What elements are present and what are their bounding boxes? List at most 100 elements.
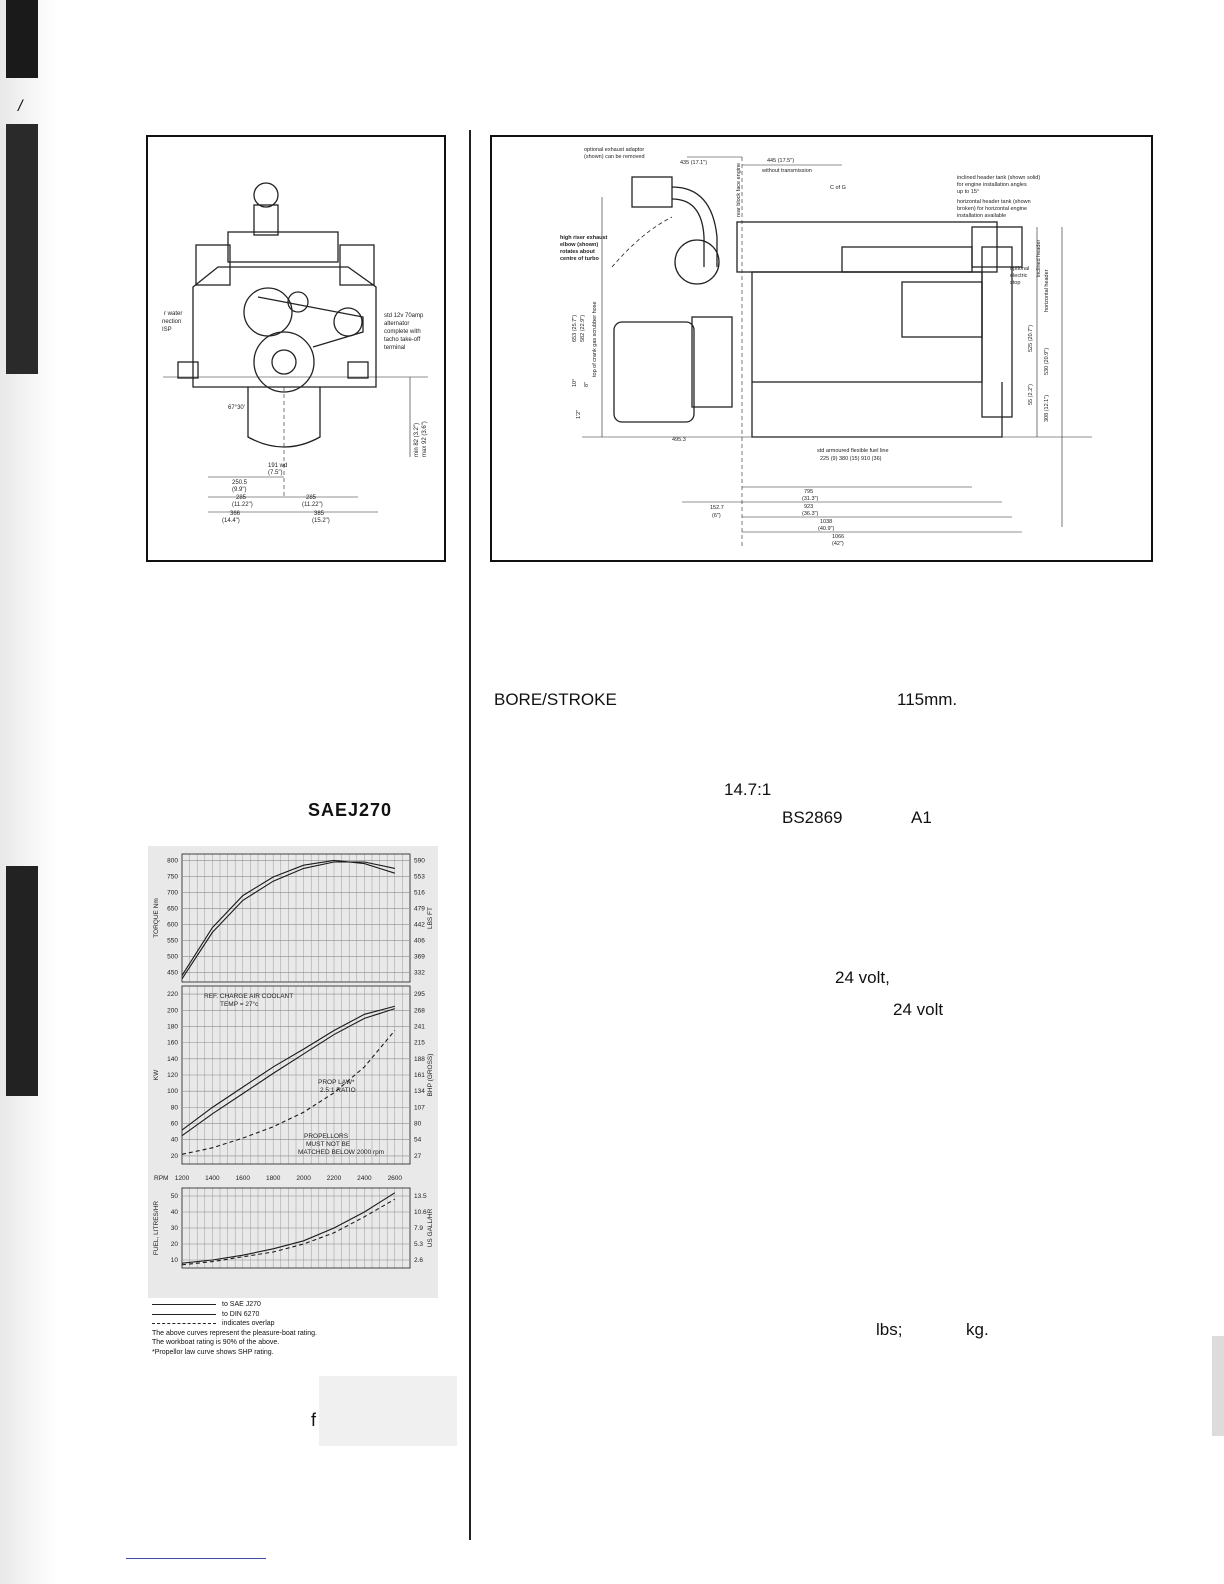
dim-label: 366 bbox=[230, 511, 241, 517]
alternator-label: complete with bbox=[384, 329, 421, 335]
bore-stroke-value: 115mm. bbox=[897, 690, 958, 709]
chart-note: *Propellor law curve shows SHP rating. bbox=[152, 1348, 274, 1356]
y-tick-label-right: 268 bbox=[414, 1007, 425, 1014]
chart-annotation: PROP LAW* bbox=[318, 1079, 355, 1086]
binder-tab bbox=[6, 124, 38, 374]
electric-stop-label: electric bbox=[1010, 273, 1028, 279]
y-tick-label: 500 bbox=[167, 953, 178, 960]
voltage-2: 24 volt bbox=[893, 1000, 944, 1019]
alternator-label: tacho take-off bbox=[384, 337, 421, 343]
y-tick-label-right: 188 bbox=[414, 1056, 425, 1063]
y-tick-label-right: 295 bbox=[414, 991, 425, 998]
x-tick-label: 1400 bbox=[205, 1175, 220, 1182]
bottom-dim: 923 bbox=[804, 504, 813, 510]
riser-label: centre of turbo bbox=[560, 256, 599, 262]
series-line bbox=[181, 1192, 396, 1264]
chart-annotation: PROPELLORS bbox=[304, 1133, 349, 1140]
alternator-label: terminal bbox=[384, 345, 405, 351]
dim-435: 435 (17.1") bbox=[680, 160, 707, 166]
y-tick-label-right: 479 bbox=[414, 905, 425, 912]
dim-label: (15.2") bbox=[312, 518, 330, 524]
x-tick-label: 1600 bbox=[236, 1175, 251, 1182]
vertical-dim-right: inclined header bbox=[1036, 240, 1042, 277]
bottom-dim: (31.3") bbox=[802, 496, 818, 502]
front-label-isp: ISP bbox=[162, 327, 172, 333]
y-tick-label-right: 332 bbox=[414, 969, 425, 976]
chart-annotation: TEMP = 27°c bbox=[220, 1000, 259, 1008]
header-tank-label: broken) for horizontal engine bbox=[957, 206, 1027, 212]
bore-stroke-label: BORE/STROKE bbox=[494, 690, 617, 709]
header-tank-label: installation available bbox=[957, 213, 1006, 219]
exhaust-adaptor-label: optional exhaust adaptor bbox=[584, 147, 644, 153]
y-tick-label: 700 bbox=[167, 889, 178, 896]
bottom-dim: 1066 bbox=[832, 534, 844, 540]
cofg-label: C of G bbox=[830, 185, 846, 191]
y-tick-label: 220 bbox=[167, 991, 178, 998]
x-tick-label: 1800 bbox=[266, 1175, 281, 1182]
y-tick-label-right: 13.5 bbox=[414, 1193, 427, 1200]
side-view-drawing: optional exhaust adaptor (shown) can be … bbox=[490, 135, 1153, 562]
chart-legend: to SAE J270 to DIN 6270 indicates overla… bbox=[152, 1300, 442, 1357]
riser-label: high riser exhaust bbox=[560, 235, 608, 241]
electric-stop-label: optional bbox=[1010, 266, 1029, 272]
alternator-label: std 12v 70amp bbox=[384, 313, 424, 319]
vertical-dim-right: 530 (20.9") bbox=[1044, 348, 1050, 375]
panel-frame bbox=[181, 853, 411, 983]
chart-series bbox=[181, 859, 396, 1266]
bottom-dim: (40.9") bbox=[818, 526, 834, 532]
y-tick-label: 650 bbox=[167, 905, 178, 912]
series-line bbox=[181, 859, 395, 976]
y-tick-label-right: 161 bbox=[414, 1072, 425, 1079]
vertical-dim-left: 10° bbox=[572, 379, 578, 387]
front-label-nection: nection bbox=[162, 319, 181, 325]
vertical-dim-left: 653 (25.7") bbox=[572, 315, 578, 342]
x-tick-label: 2600 bbox=[388, 1175, 403, 1182]
dim-label: 250.5 bbox=[232, 480, 248, 486]
y-tick-label-right: 442 bbox=[414, 921, 425, 928]
y-tick-label-right: 10.6 bbox=[414, 1209, 427, 1216]
y-tick-label: 140 bbox=[167, 1056, 178, 1063]
footer-underline bbox=[126, 1558, 266, 1560]
y-tick-label: 180 bbox=[167, 1023, 178, 1030]
voltage-1: 24 volt, bbox=[835, 968, 890, 987]
chart-annotation: 2.5:1 RATIO bbox=[320, 1087, 356, 1094]
y-tick-label-right: 516 bbox=[414, 889, 425, 896]
series-line bbox=[181, 1198, 396, 1266]
legend-item: to DIN 6270 bbox=[152, 1310, 442, 1320]
y-tick-label-right: 7.9 bbox=[414, 1225, 423, 1232]
margin-mark: / bbox=[18, 98, 23, 115]
header-tank-label: for engine installation angles bbox=[957, 182, 1027, 188]
rear-block-label: rear block face engine bbox=[736, 163, 742, 217]
legend-label: indicates overlap bbox=[222, 1320, 275, 1327]
legend-item: indicates overlap bbox=[152, 1319, 442, 1329]
grey-block bbox=[319, 1376, 457, 1446]
chart-grid bbox=[181, 853, 411, 1269]
binder-tab bbox=[6, 0, 38, 78]
x-tick-label: 2000 bbox=[296, 1175, 311, 1182]
front-view-drawing: r water nection ISP std 12v 70amp altern… bbox=[146, 135, 446, 562]
y-axis-label: FUEL, LITRES/HR bbox=[153, 1201, 160, 1255]
series-line bbox=[181, 1005, 395, 1131]
compression-ratio: 14.7:1 bbox=[724, 780, 772, 799]
fuel-class: A1 bbox=[911, 808, 932, 827]
without-transmission: without transmission bbox=[761, 168, 812, 174]
riser-label: elbow (shown) bbox=[560, 242, 598, 248]
dim-label: 385 bbox=[314, 511, 325, 517]
dim-1527: (6") bbox=[712, 513, 721, 519]
fuel-standard: BS2869 bbox=[782, 808, 843, 827]
column-divider bbox=[469, 130, 471, 1540]
header-tank-label: inclined header tank (shown solid) bbox=[957, 175, 1040, 181]
vertical-dim-right: 55 (2.2") bbox=[1028, 384, 1034, 405]
y-axis-label-right: LBS FT bbox=[427, 907, 434, 929]
chart-annotation: MATCHED BELOW 2000 rpm bbox=[298, 1149, 384, 1156]
y-tick-label: 550 bbox=[167, 937, 178, 944]
legend-solid-line bbox=[152, 1304, 216, 1306]
y-tick-label: 40 bbox=[171, 1137, 179, 1144]
y-tick-label-right: 215 bbox=[414, 1040, 425, 1047]
alternator-label: alternator bbox=[384, 321, 409, 327]
y-tick-label-right: 134 bbox=[414, 1088, 425, 1095]
x-axis-label: RPM bbox=[154, 1175, 168, 1182]
y-tick-label: 750 bbox=[167, 873, 178, 880]
dim-445: 445 (17.5") bbox=[767, 158, 794, 164]
vertical-dim-right: 525 (20.7") bbox=[1028, 325, 1034, 352]
